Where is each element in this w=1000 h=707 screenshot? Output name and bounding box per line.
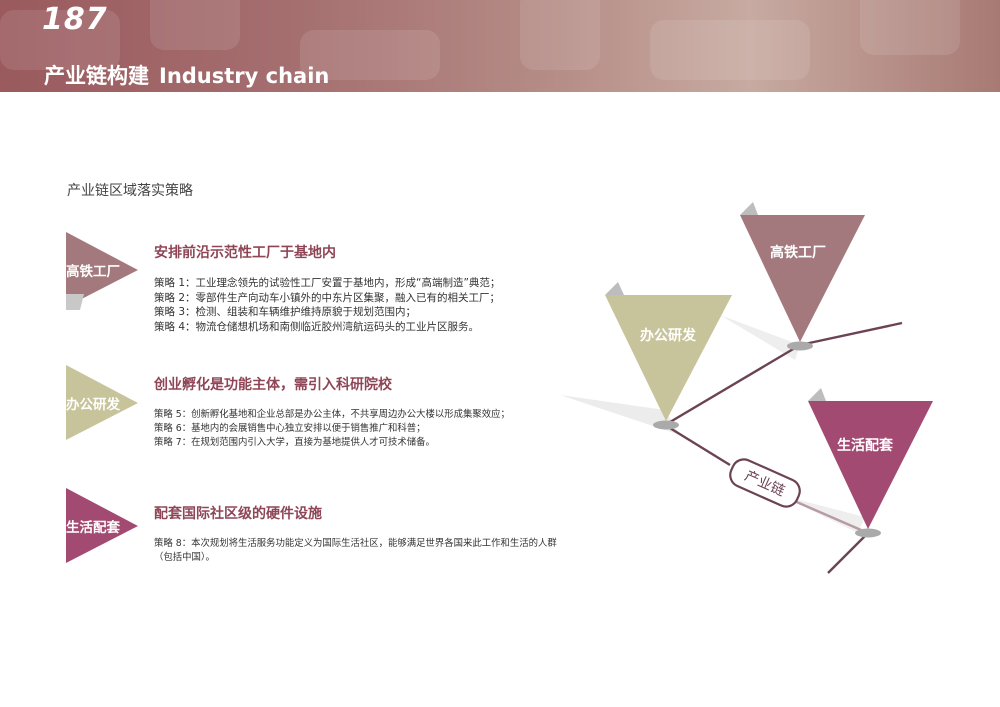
node-office-rd <box>605 295 732 421</box>
tag-label: 办公研发 <box>66 397 120 413</box>
shadow <box>560 395 680 435</box>
page-title-cn: 产业链构建 <box>44 64 149 88</box>
section-heading: 配套国际社区级的硬件设施 <box>154 506 322 522</box>
anchor-dot <box>653 420 679 430</box>
tag-triangle-rail-factory: 高铁工厂 <box>66 232 146 312</box>
strategy-line: 策略 4：物流仓储想机场和南侧临近胶州湾航运码头的工业片区服务。 <box>154 320 480 333</box>
strategy-line: 策略 8：本次规划将生活服务功能定义为国际生活社区，能够满足世界各国来此工作和生… <box>154 538 557 563</box>
section-office-rd: 创业孵化是功能主体，需引入科研院校 策略 5：创新孵化基地和企业总部是办公主体，… <box>154 374 510 450</box>
section-living: 配套国际社区级的硬件设施 策略 8：本次规划将生活服务功能定义为国际生活社区，能… <box>154 503 559 565</box>
chain-line <box>791 498 869 535</box>
page-title: 产业链构建 Industry chain <box>44 60 329 90</box>
section-heading: 创业孵化是功能主体，需引入科研院校 <box>154 377 392 393</box>
chain-line <box>664 423 731 467</box>
section-heading: 安排前沿示范性工厂于基地内 <box>154 245 336 261</box>
node-label: 办公研发 <box>640 327 697 344</box>
chain-line <box>827 532 869 574</box>
triangle-icon <box>66 365 138 440</box>
node-living <box>808 401 933 529</box>
node-label: 生活配套 <box>837 437 893 454</box>
anchor-dot <box>787 341 813 351</box>
chain-line <box>799 321 903 347</box>
strategy-line: 策略 2：零部件生产向动车小镇外的中东片区集聚，融入已有的相关工厂； <box>154 291 501 304</box>
triangle-icon <box>66 232 138 310</box>
tag-triangle-living: 生活配套 <box>66 488 146 568</box>
node-rail-factory <box>740 215 865 342</box>
strategy-line: 策略 6：基地内的会展销售中心独立安排以便于销售推广和科普； <box>154 423 426 434</box>
strategy-line: 策略 3：检测、组装和车辆维护维持原貌于规划范围内； <box>154 306 417 318</box>
strategy-line: 策略 1：工业理念领先的试验性工厂安置于基地内，形成“高端制造”典范； <box>154 277 501 289</box>
chain-line <box>664 343 801 427</box>
chain-label-badge: 产业链 <box>729 458 801 508</box>
page-title-en: Industry chain <box>159 64 330 88</box>
corner-accent <box>808 388 826 401</box>
section-subtitle: 产业链区域落实策略 <box>67 183 193 199</box>
node-label: 高铁工厂 <box>770 244 826 261</box>
tag-label: 生活配套 <box>66 520 120 536</box>
page-number: 187 <box>42 2 108 37</box>
shadow <box>720 315 800 360</box>
corner-accent <box>740 202 758 215</box>
triangle-icon <box>66 488 138 563</box>
anchor-dot <box>855 528 881 538</box>
header-banner: 187 产业链构建 Industry chain <box>0 0 1000 92</box>
corner-accent <box>605 282 624 295</box>
industry-chain-diagram: 高铁工厂 办公研发 生活配套 产业链 <box>560 202 933 574</box>
strategy-line: 策略 7：在规划范围内引入大学，直接为基地提供人才可技术储备。 <box>154 437 435 448</box>
tag-triangle-office-rd: 办公研发 <box>66 365 146 445</box>
tag-label: 高铁工厂 <box>66 264 120 280</box>
section-rail-factory: 安排前沿示范性工厂于基地内 策略 1：工业理念领先的试验性工厂安置于基地内，形成… <box>154 242 500 334</box>
strategy-line: 策略 5：创新孵化基地和企业总部是办公主体，不共享周边办公大楼以形成集聚效应； <box>154 409 510 420</box>
